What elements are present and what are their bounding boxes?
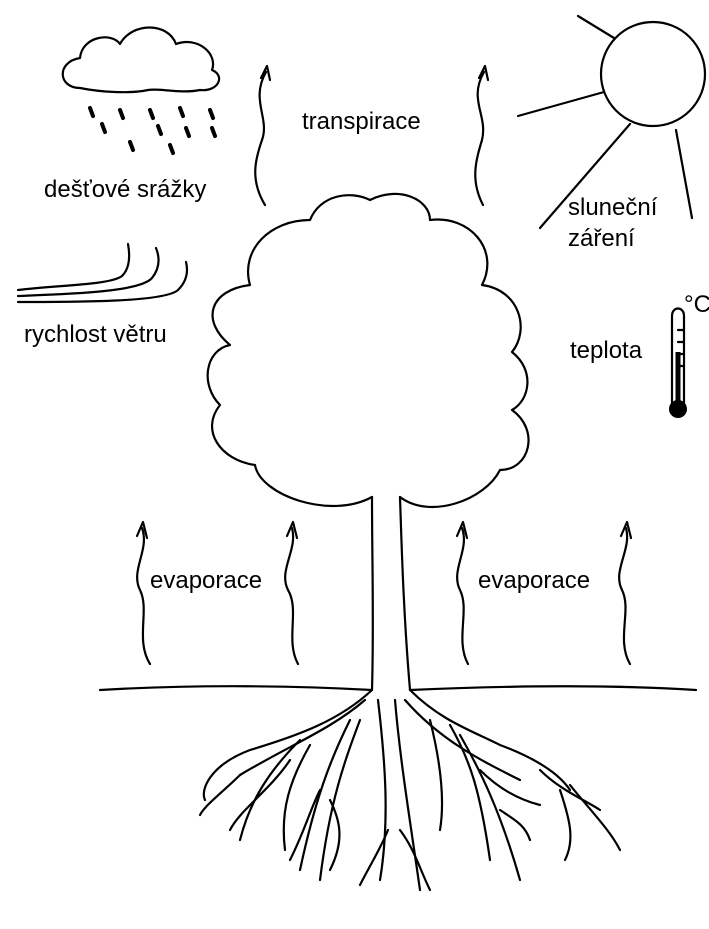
evaporation-label-right: evaporace [478, 567, 590, 594]
degree-celsius-label: °C [684, 291, 709, 318]
wind-icon [18, 244, 187, 302]
rain-icon [90, 108, 215, 153]
solar-radiation-label-line2: záření [568, 225, 635, 252]
temperature-label: teplota [570, 337, 643, 364]
transpiration-arrow-right [475, 66, 488, 205]
ground-line [100, 686, 372, 690]
tree-icon [208, 194, 529, 690]
transpiration-label: transpirace [302, 108, 421, 135]
precipitation-label: dešťové srážky [44, 176, 206, 203]
thermometer-icon [669, 309, 687, 419]
roots-icon [200, 690, 620, 890]
evaporation-label-left: evaporace [150, 567, 262, 594]
ground-line-right [410, 686, 696, 690]
solar-radiation-label-line1: sluneční [568, 194, 658, 221]
transpiration-arrow-left [255, 66, 270, 205]
wind-speed-label: rychlost větru [24, 321, 167, 348]
cloud-icon [63, 28, 219, 93]
